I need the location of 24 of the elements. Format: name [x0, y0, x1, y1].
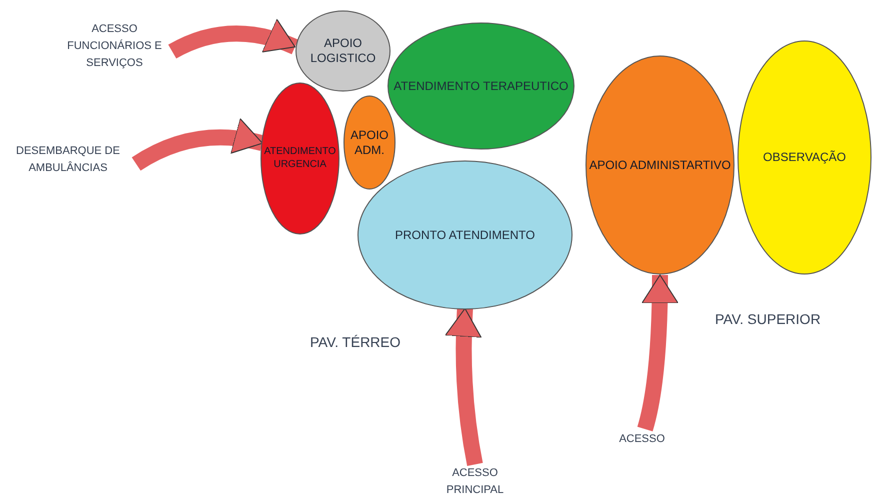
sector-label: ATENDIMENTO TERAPEUTICO — [392, 78, 570, 94]
access-label: DESEMBARQUE DE AMBULÂNCIAS — [15, 144, 121, 176]
arrow — [637, 274, 678, 432]
sector-label: APOIO LOGISTICO — [309, 36, 377, 66]
sector-ellipse — [387, 22, 575, 150]
sector-label: PRONTO ATENDIMENTO — [394, 228, 536, 242]
sector-label: APOIO ADMINISTARTIVO — [588, 158, 732, 172]
sector-ellipse — [585, 55, 735, 275]
sector-label: ATENDIMENTO URGENCIA — [263, 146, 337, 171]
sector-ellipse — [295, 10, 391, 92]
sector-ellipse — [343, 95, 396, 190]
access-label: ACESSO — [619, 432, 665, 446]
arrow — [132, 118, 264, 171]
sector-ellipse — [260, 82, 340, 235]
sector-label: APOIO ADM. — [349, 128, 390, 158]
arrow — [445, 308, 483, 466]
floor-label: PAV. TÉRREO — [310, 333, 401, 352]
sector-label: OBSERVAÇÃO — [762, 150, 847, 165]
arrow — [168, 19, 298, 59]
floor-label: PAV. SUPERIOR — [715, 310, 821, 329]
access-label: ACESSO FUNCIONÁRIOS E SERVIÇOS — [66, 22, 163, 70]
sector-ellipse — [737, 40, 872, 275]
sector-ellipse — [357, 160, 573, 310]
access-label: ACESSO PRINCIPAL — [445, 466, 505, 498]
